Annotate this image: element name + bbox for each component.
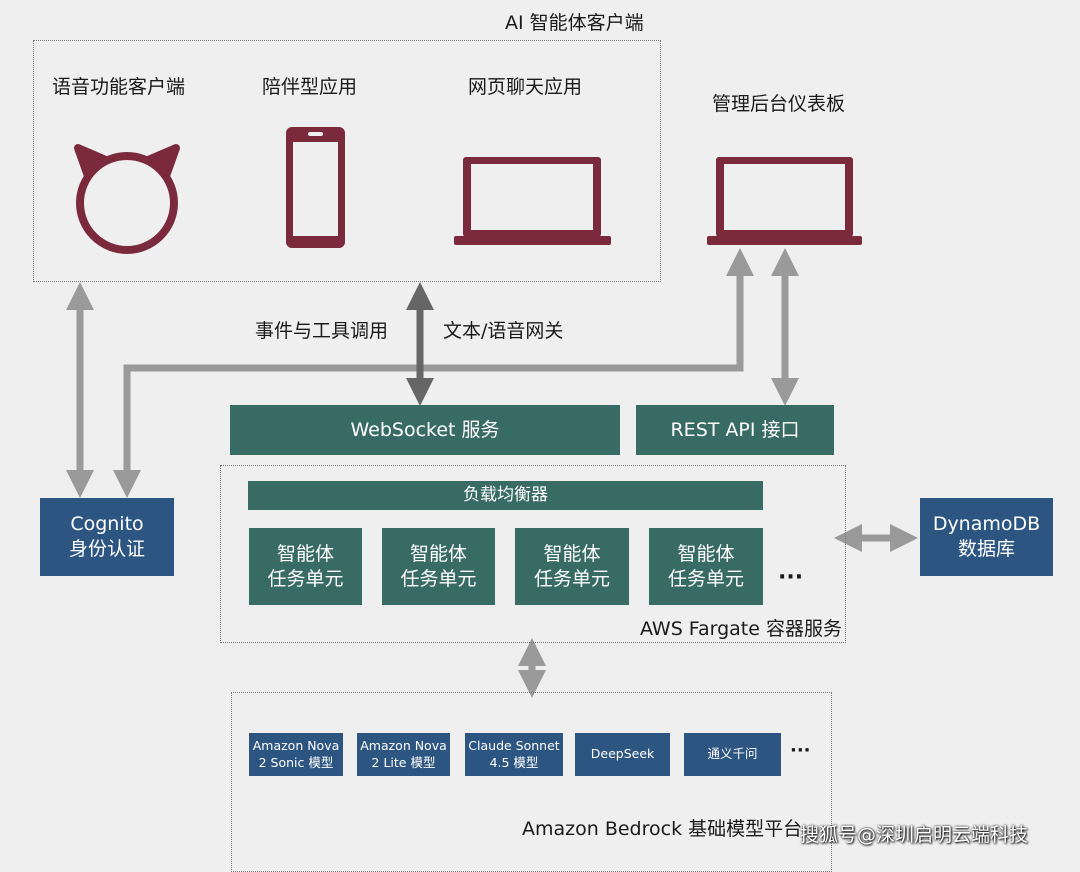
model-line1: Amazon Nova (360, 737, 447, 753)
laptop-icon (454, 157, 611, 245)
model-line1: DeepSeek (590, 746, 655, 762)
model-line2: 2 Lite 模型 (371, 754, 436, 770)
client-group (33, 40, 661, 282)
agent-task-unit: 智能体任务单元 (382, 528, 495, 605)
fargate-title: AWS Fargate 容器服务 (639, 618, 842, 640)
cognito-name: Cognito (70, 513, 144, 536)
watermark: 搜狐号@深圳启明云端科技 (800, 824, 1029, 846)
admin-dashboard-label: 管理后台仪表板 (712, 93, 846, 115)
task-line1: 智能体 (677, 542, 735, 565)
fargate-group (220, 465, 846, 643)
model-line1: Amazon Nova (252, 737, 340, 753)
events-label: 事件与工具调用 (255, 320, 389, 342)
task-line2: 任务单元 (667, 567, 744, 590)
task-line1: 智能体 (543, 542, 601, 565)
task-line2: 任务单元 (267, 567, 344, 590)
more-tasks: ··· (778, 565, 804, 590)
agent-task-unit: 智能体任务单元 (649, 528, 763, 605)
gateway-label: 文本/语音网关 (443, 320, 564, 342)
dynamodb-name: DynamoDB (932, 513, 1041, 536)
model-line1: 通义千问 (707, 746, 758, 762)
companion-app-label: 陪伴型应用 (262, 76, 358, 98)
model-deepseek: DeepSeek (575, 733, 670, 776)
bedrock-title: Amazon Bedrock 基础模型平台 (522, 818, 803, 840)
cognito-box: Cognito 身份认证 (40, 498, 174, 576)
dynamodb-box: DynamoDB 数据库 (920, 498, 1053, 576)
more-models: ··· (790, 740, 811, 761)
task-line2: 任务单元 (400, 567, 477, 590)
voice-client-label: 语音功能客户端 (52, 76, 186, 98)
agent-task-unit: 智能体任务单元 (515, 528, 629, 605)
web-chat-label: 网页聊天应用 (468, 76, 583, 98)
load-balancer: 负载均衡器 (248, 481, 763, 510)
agent-task-unit: 智能体任务单元 (249, 528, 362, 605)
dynamodb-desc: 数据库 (957, 538, 1015, 560)
task-line1: 智能体 (409, 542, 467, 565)
websocket-service: WebSocket 服务 (230, 405, 620, 455)
model-line2: 2 Sonic 模型 (258, 754, 334, 770)
bedrock-group (231, 692, 832, 872)
rest-api: REST API 接口 (636, 405, 834, 455)
client-group-title: AI 智能体客户端 (505, 12, 644, 34)
admin-laptop-icon (707, 157, 862, 245)
model-line1: Claude Sonnet (468, 737, 560, 753)
voice-device-icon (74, 144, 180, 254)
phone-icon (286, 127, 345, 248)
task-line2: 任务单元 (533, 567, 610, 590)
model-qwen: 通义千问 (684, 733, 781, 776)
cognito-desc: 身份认证 (68, 538, 145, 560)
model-line2: 4.5 模型 (489, 754, 539, 770)
task-line1: 智能体 (276, 542, 334, 565)
